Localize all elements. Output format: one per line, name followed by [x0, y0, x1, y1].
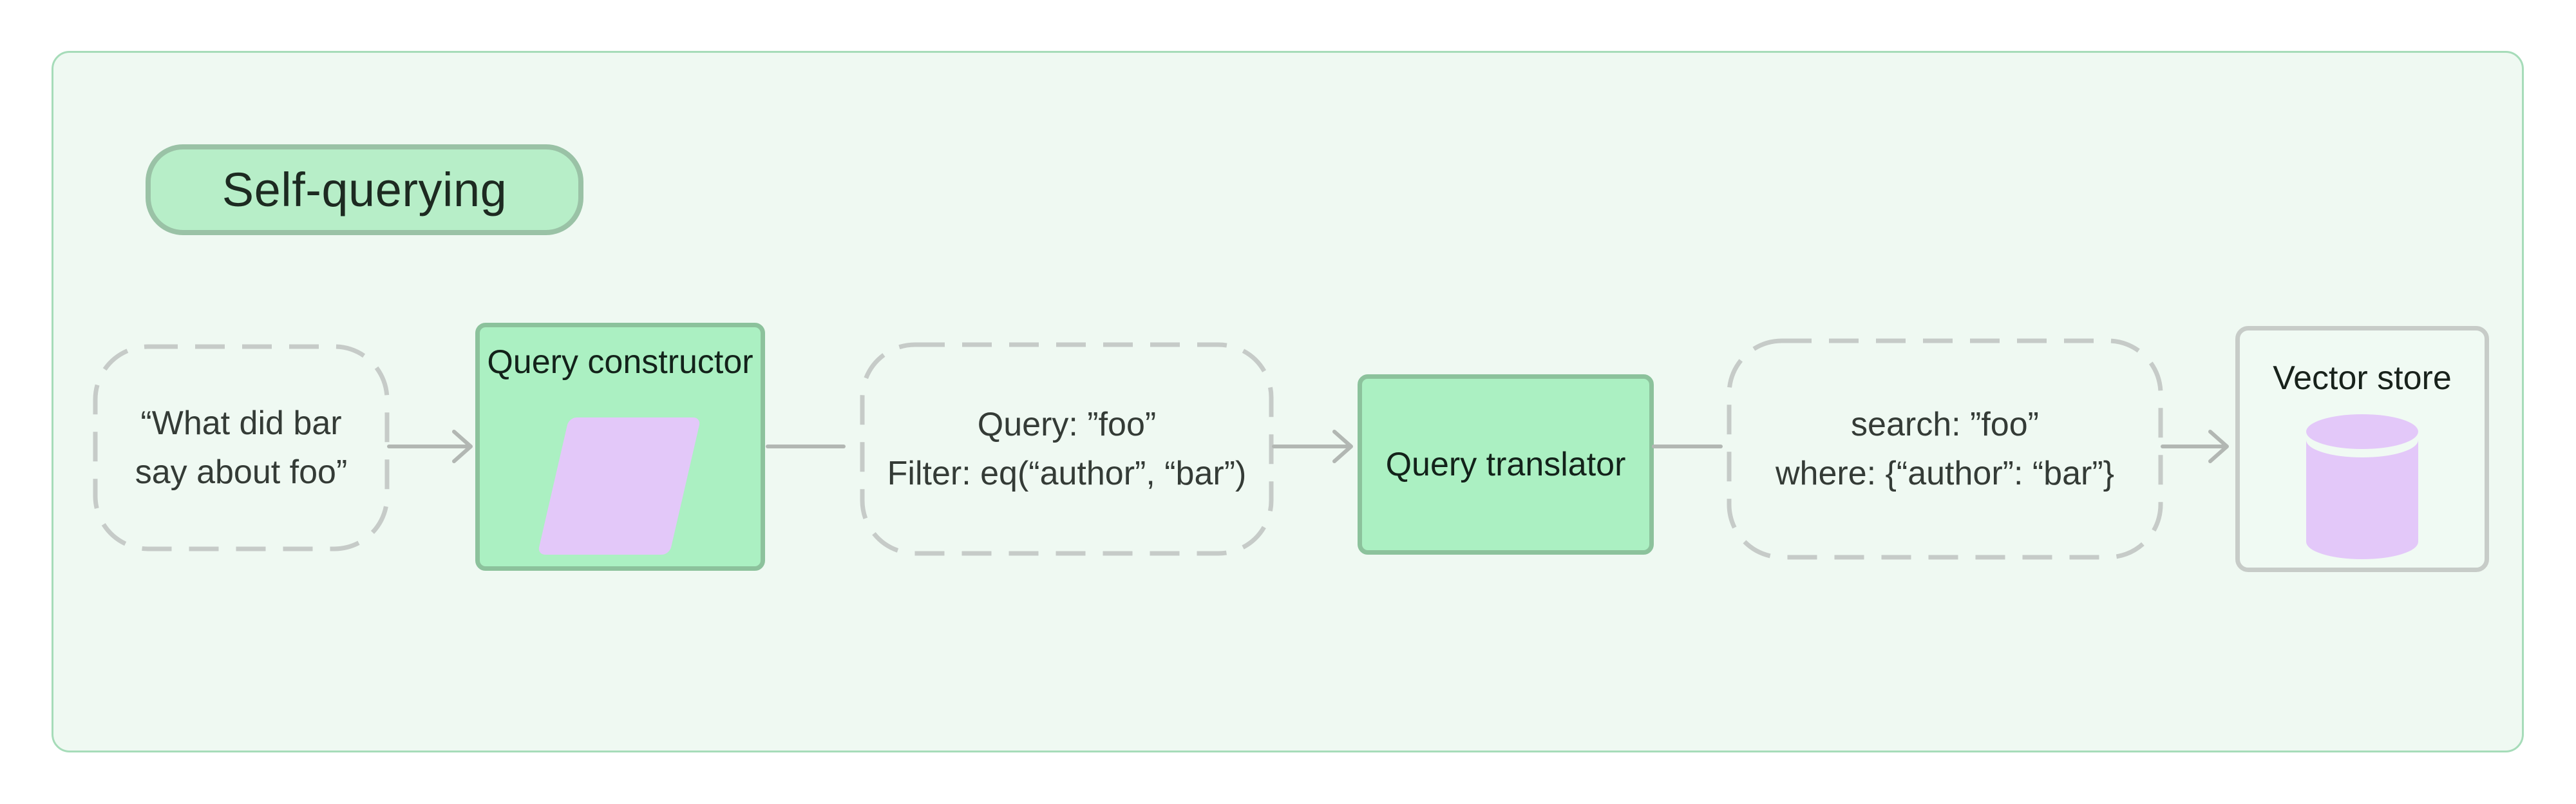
- dashed-border: [860, 342, 1274, 556]
- dashed-border: [1727, 338, 2163, 560]
- diagram-panel: Self-querying “What did bar say about fo…: [52, 51, 2524, 752]
- node-user-query: “What did bar say about foo”: [93, 344, 390, 551]
- node-vector-store-label: Vector store: [2273, 359, 2452, 397]
- node-line: “What did bar: [140, 405, 342, 442]
- title-badge: Self-querying: [146, 144, 583, 235]
- node-query-constructor-label: Query constructor: [487, 343, 753, 381]
- cylinder-body: [2306, 440, 2418, 559]
- node-vector-store: Vector store: [2235, 326, 2489, 572]
- node-line: search: ”foo”: [1851, 406, 2039, 443]
- node-line: Filter: eq(“author”, “bar”): [887, 455, 1247, 492]
- node-translated-query: search: ”foo” where: {“author”: “bar”}: [1727, 338, 2163, 560]
- cylinder-lid: [2306, 414, 2418, 449]
- dashed-border: [93, 344, 390, 551]
- node-query-translator: Query translator: [1358, 374, 1654, 555]
- node-translated-query-text: search: ”foo” where: {“author”: “bar”}: [1727, 400, 2163, 498]
- node-line: where: {“author”: “bar”}: [1775, 455, 2115, 492]
- title-badge-label: Self-querying: [222, 163, 507, 216]
- node-line: Query: ”foo”: [977, 406, 1157, 443]
- database-cylinder-icon: [2306, 414, 2418, 559]
- node-constructed-query: Query: ”foo” Filter: eq(“author”, “bar”): [860, 342, 1274, 556]
- node-user-query-text: “What did bar say about foo”: [93, 399, 390, 497]
- node-line: say about foo”: [135, 454, 348, 491]
- node-query-translator-label: Query translator: [1385, 446, 1626, 483]
- node-constructed-query-text: Query: ”foo” Filter: eq(“author”, “bar”): [860, 400, 1274, 498]
- node-query-constructor: Query constructor: [475, 323, 765, 571]
- parallelogram-icon: [537, 417, 701, 555]
